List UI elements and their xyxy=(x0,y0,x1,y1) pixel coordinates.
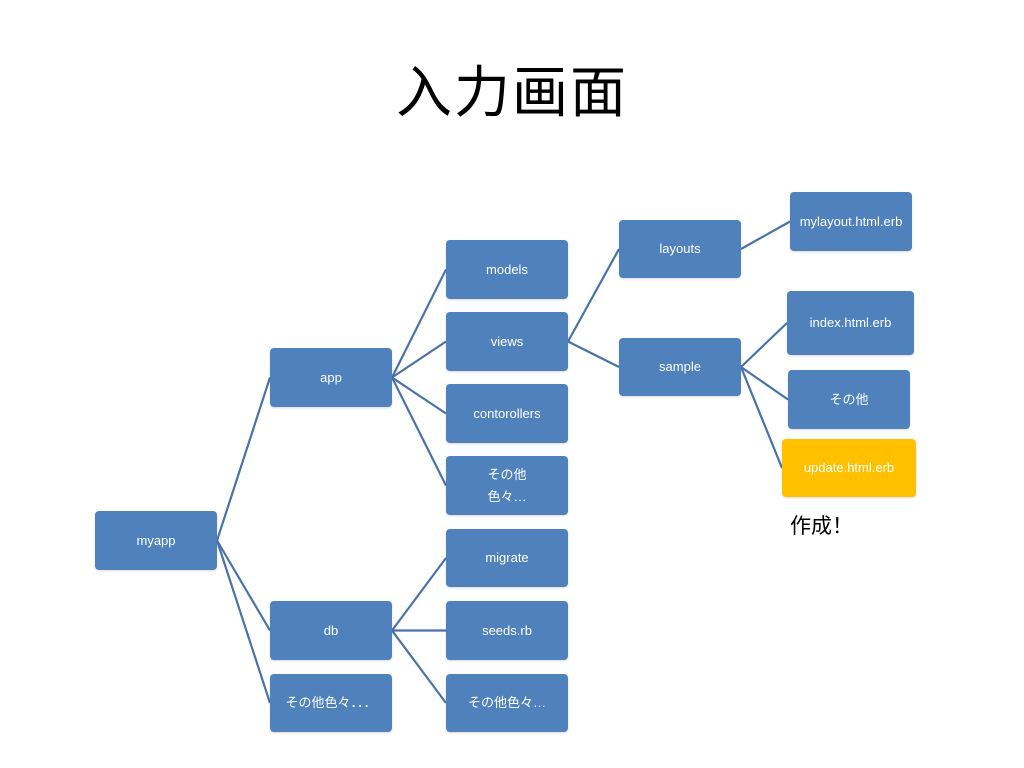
connector-layouts-mylayout xyxy=(740,220,791,250)
connector-app-controllers xyxy=(391,376,447,415)
connector-sample-sample_other xyxy=(740,366,789,401)
connector-sample-update xyxy=(739,366,784,469)
node-sample-other[interactable]: その他 xyxy=(788,370,910,429)
node-seeds[interactable]: seeds.rb xyxy=(446,601,568,660)
node-controllers[interactable]: contorollers xyxy=(446,384,568,443)
node-index[interactable]: index.html.erb xyxy=(787,291,914,355)
node-migrate[interactable]: migrate xyxy=(446,529,568,587)
node-db-other[interactable]: その他色々… xyxy=(446,674,568,732)
node-layouts[interactable]: layouts xyxy=(619,220,741,278)
created-note: 作成！ xyxy=(790,514,853,538)
connector-myapp-root_other xyxy=(215,540,272,704)
connector-db-db_other xyxy=(391,629,447,704)
node-views[interactable]: views xyxy=(446,312,568,371)
node-myapp[interactable]: myapp xyxy=(95,511,217,570)
connector-db-migrate xyxy=(391,557,447,632)
connector-views-layouts xyxy=(567,248,620,343)
connector-sample-index xyxy=(740,322,788,368)
node-app[interactable]: app xyxy=(270,348,392,407)
connector-myapp-app xyxy=(215,377,272,541)
connector-myapp-db xyxy=(216,539,271,632)
node-app-other[interactable]: その他 色々… xyxy=(446,456,568,515)
node-sample[interactable]: sample xyxy=(619,338,741,396)
node-models[interactable]: models xyxy=(446,240,568,299)
node-update-highlighted[interactable]: update.html.erb xyxy=(782,439,916,497)
connector-app-app_other xyxy=(391,377,447,486)
connector-app-models xyxy=(391,269,447,378)
node-db[interactable]: db xyxy=(270,601,392,660)
connector-app-views xyxy=(391,340,447,379)
node-mylayout[interactable]: mylayout.html.erb xyxy=(790,192,912,251)
slide-title: 入力画面 xyxy=(396,61,628,126)
connector-views-sample xyxy=(567,340,620,368)
node-root-other[interactable]: その他色々．．． xyxy=(270,674,392,732)
